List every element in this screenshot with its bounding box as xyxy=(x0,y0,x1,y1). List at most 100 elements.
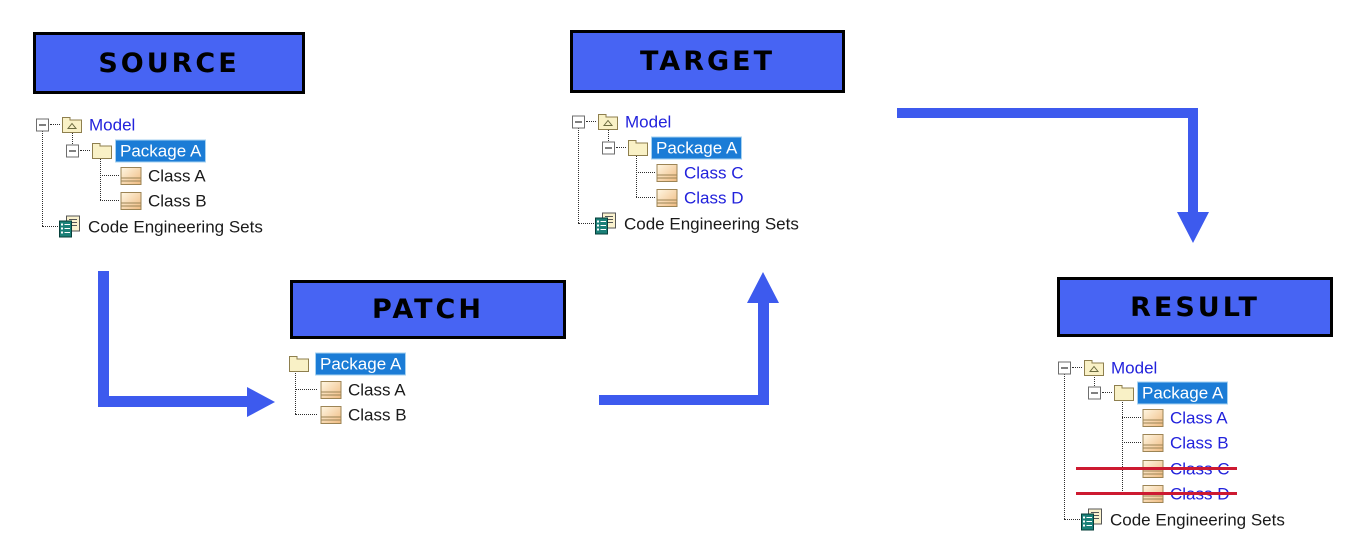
tree-connector xyxy=(42,126,43,226)
tree-row-class: Class C xyxy=(572,160,892,185)
folder-icon xyxy=(288,355,310,373)
tree-row-code-engineering: Code Engineering Sets xyxy=(1058,507,1359,532)
tree-connector xyxy=(636,154,637,197)
expand-toggle[interactable] xyxy=(572,115,585,128)
tree-item-package-selected[interactable]: Package A xyxy=(652,137,742,158)
source-tree: Model Package A Class A Class B Code xyxy=(36,112,326,247)
arrow-segment xyxy=(1188,108,1198,213)
tree-item-model[interactable]: Model xyxy=(625,112,672,131)
tree-item-class[interactable]: Class A xyxy=(148,166,206,185)
class-icon xyxy=(1142,408,1164,427)
tree-item-code-engineering-sets[interactable]: Code Engineering Sets xyxy=(624,214,799,233)
tree-connector xyxy=(80,150,90,151)
tree-item-code-engineering-sets[interactable]: Code Engineering Sets xyxy=(1110,510,1285,529)
expand-toggle[interactable] xyxy=(1088,386,1101,399)
tree-item-class[interactable]: Class D xyxy=(684,188,744,207)
tree-item-model[interactable]: Model xyxy=(89,115,136,134)
tree-connector xyxy=(1064,369,1065,519)
class-icon xyxy=(1142,433,1164,452)
tree-item-class[interactable]: Class B xyxy=(148,191,207,210)
tree-connector xyxy=(100,175,119,176)
result-title-box: RESULT xyxy=(1057,277,1333,337)
strikethrough-class-c xyxy=(1076,467,1237,470)
result-title: RESULT xyxy=(1130,291,1260,323)
tree-connector xyxy=(100,200,119,201)
tree-connector xyxy=(636,197,655,198)
patch-title-box: PATCH xyxy=(290,280,566,339)
tree-item-class[interactable]: Class A xyxy=(1170,408,1228,427)
target-title: TARGET xyxy=(639,46,776,77)
tree-item-model[interactable]: Model xyxy=(1111,358,1158,377)
tree-connector xyxy=(1122,399,1123,493)
tree-connector xyxy=(295,370,296,414)
tree-connector xyxy=(586,121,596,122)
target-tree: Model Package A Class C Class D Code xyxy=(572,109,862,244)
tree-item-class[interactable]: Class C xyxy=(684,163,744,182)
tree-connector xyxy=(616,147,626,148)
class-icon xyxy=(656,188,678,207)
arrow-segment xyxy=(98,396,247,407)
folder-icon xyxy=(1113,384,1135,402)
patch-title: PATCH xyxy=(372,294,484,325)
tree-row-class: Class B xyxy=(1058,430,1359,455)
expand-toggle[interactable] xyxy=(602,141,615,154)
tree-connector xyxy=(295,389,317,390)
strikethrough-class-d xyxy=(1076,492,1237,495)
tree-item-class[interactable]: Class B xyxy=(1170,433,1229,452)
tree-item-package-selected[interactable]: Package A xyxy=(316,353,406,374)
folder-icon xyxy=(91,142,113,160)
tree-connector xyxy=(1102,392,1112,393)
tree-row-package: Package A xyxy=(1058,380,1359,405)
tree-connector xyxy=(1072,367,1082,368)
tree-connector xyxy=(100,157,101,200)
code-engineering-sets-icon xyxy=(58,215,82,238)
tree-row-package: Package A xyxy=(36,138,356,163)
expand-toggle[interactable] xyxy=(36,118,49,131)
tree-connector xyxy=(1094,374,1095,386)
patch-tree: Package A Class A Class B xyxy=(288,351,488,431)
tree-connector xyxy=(578,223,594,224)
class-icon xyxy=(656,163,678,182)
model-icon xyxy=(597,113,619,131)
class-icon xyxy=(120,191,142,210)
arrowhead-right xyxy=(247,387,275,417)
model-icon xyxy=(1083,359,1105,377)
code-engineering-sets-icon xyxy=(1080,508,1104,531)
tree-connector xyxy=(295,414,317,415)
arrowhead-up xyxy=(747,272,779,303)
tree-connector xyxy=(636,172,655,173)
tree-row-model: Model xyxy=(572,109,892,134)
folder-icon xyxy=(627,139,649,157)
tree-row-model: Model xyxy=(1058,355,1359,380)
tree-item-package-selected[interactable]: Package A xyxy=(116,140,206,161)
tree-connector xyxy=(578,123,579,223)
tree-row-class: Class A xyxy=(1058,405,1359,430)
tree-row-code-engineering: Code Engineering Sets xyxy=(36,214,356,239)
tree-item-class[interactable]: Class A xyxy=(348,380,406,399)
tree-connector xyxy=(42,226,58,227)
arrowhead-down xyxy=(1177,212,1209,243)
tree-item-class[interactable]: Class B xyxy=(348,405,407,424)
tree-item-code-engineering-sets[interactable]: Code Engineering Sets xyxy=(88,217,263,236)
result-tree: Model Package A Class A Class B Class xyxy=(1058,355,1348,540)
tree-row-class: Class A xyxy=(36,163,356,188)
class-icon xyxy=(320,380,342,399)
tree-row-package: Package A xyxy=(572,135,892,160)
tree-row-model: Model xyxy=(36,112,356,137)
tree-item-package-selected[interactable]: Package A xyxy=(1138,382,1228,403)
arrow-segment xyxy=(897,108,1198,118)
target-title-box: TARGET xyxy=(570,30,845,93)
tree-row-class: Class D xyxy=(572,185,892,210)
expand-toggle[interactable] xyxy=(66,144,79,157)
expand-toggle[interactable] xyxy=(1058,361,1071,374)
class-icon xyxy=(320,405,342,424)
tree-connector xyxy=(1064,519,1080,520)
class-icon xyxy=(120,166,142,185)
tree-row-class: Class A xyxy=(288,377,608,402)
arrow-segment xyxy=(758,302,769,405)
tree-connector xyxy=(72,131,73,144)
tree-connector xyxy=(608,128,609,141)
code-engineering-sets-icon xyxy=(594,212,618,235)
tree-row-code-engineering: Code Engineering Sets xyxy=(572,211,892,236)
